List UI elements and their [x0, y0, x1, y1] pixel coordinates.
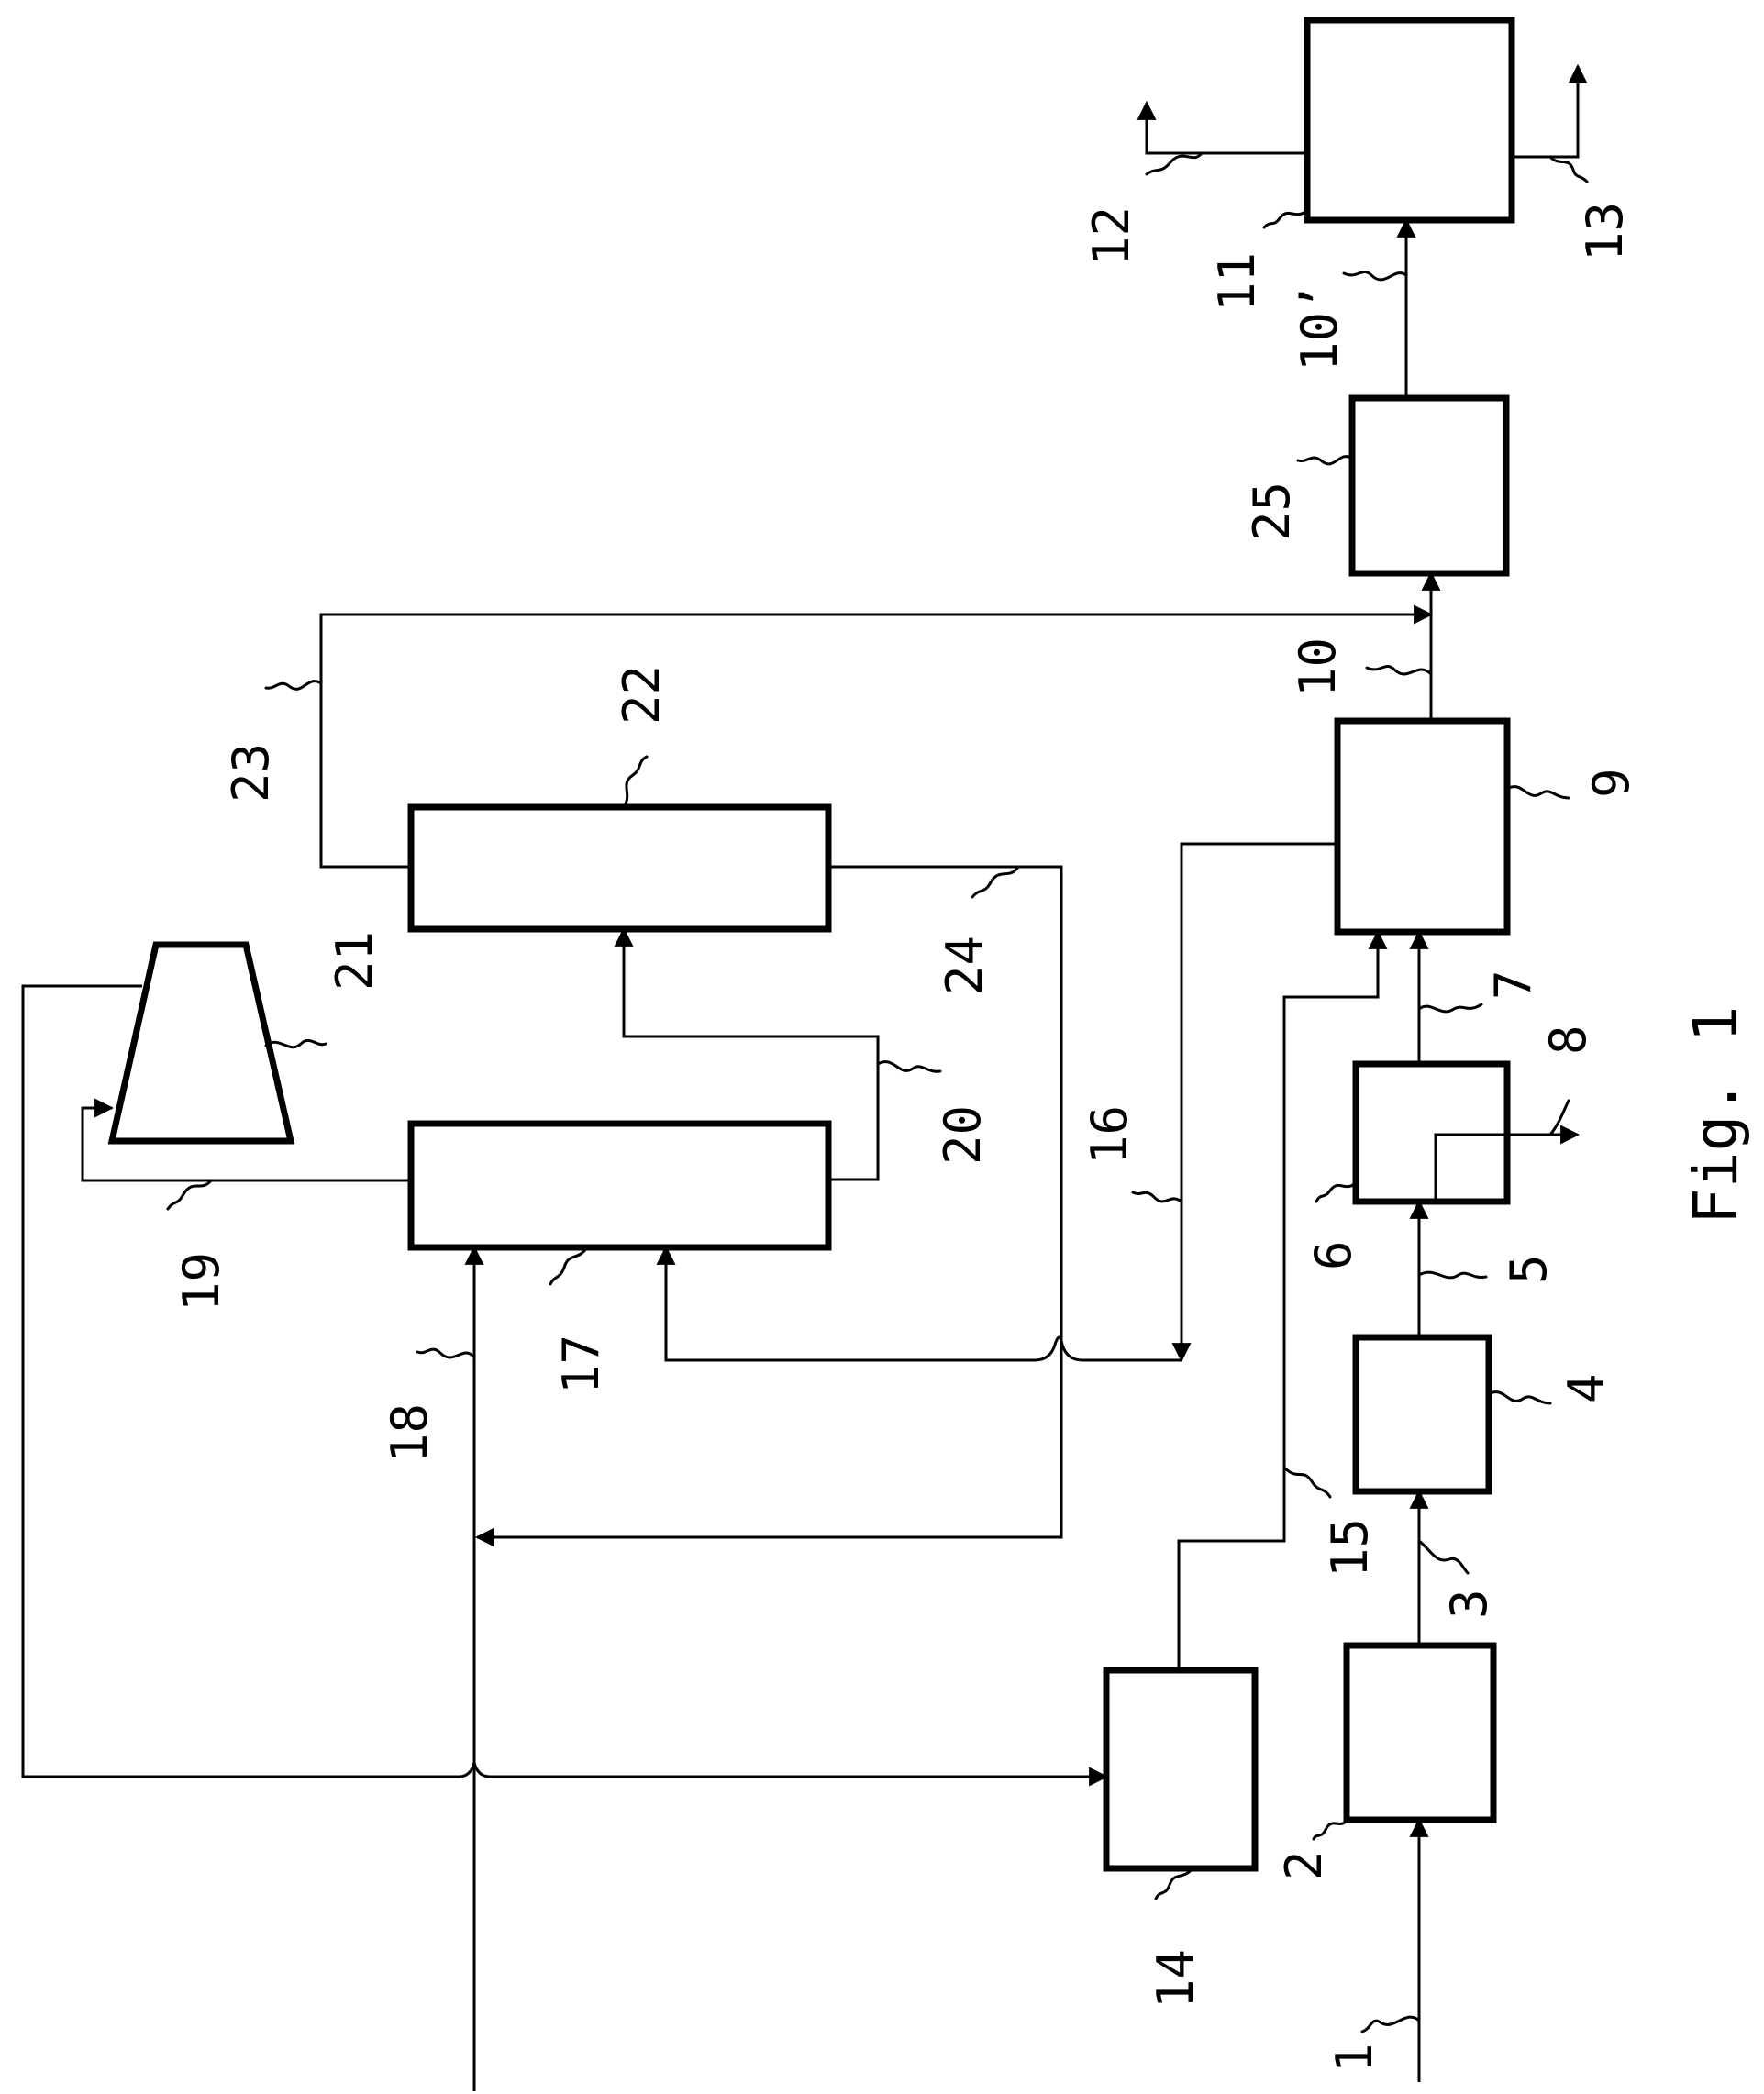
label-2: 2: [1275, 1850, 1333, 1880]
label-21: 21: [326, 931, 383, 991]
leader-20: [878, 1062, 940, 1072]
label-17: 17: [552, 1335, 610, 1394]
label-16: 16: [1081, 1105, 1138, 1165]
label-19: 19: [172, 1252, 230, 1312]
unit-2: [1347, 1645, 1493, 1820]
unit-4: [1356, 1337, 1489, 1491]
compressor-21: [112, 945, 291, 1141]
unit-22: [411, 807, 828, 929]
leader-10-prime: [1344, 271, 1406, 279]
unit-6: [1356, 1064, 1507, 1202]
label-4: 4: [1558, 1373, 1615, 1403]
label-15: 15: [1321, 1518, 1379, 1578]
label-5: 5: [1500, 1254, 1558, 1284]
leader-13: [1550, 157, 1587, 182]
unit-25: [1352, 398, 1506, 573]
label-14: 14: [1147, 1949, 1204, 2009]
label-12: 12: [1082, 206, 1140, 266]
stream-16-return: [666, 1247, 1182, 1360]
leader-14: [1156, 1868, 1193, 1899]
label-10: 10: [1289, 637, 1347, 697]
label-23: 23: [222, 743, 280, 803]
leader-19: [168, 1180, 211, 1209]
leader-5: [1419, 1272, 1486, 1278]
label-22: 22: [613, 665, 671, 725]
leader-2: [1314, 1820, 1347, 1839]
unit-11: [1307, 20, 1512, 220]
label-7: 7: [1484, 969, 1542, 1000]
leader-22: [624, 757, 647, 807]
stream-13: [1512, 66, 1578, 157]
leader-17: [550, 1247, 587, 1284]
leader-9: [1507, 787, 1569, 798]
label-20: 20: [934, 1105, 992, 1165]
leader-7: [1419, 1004, 1481, 1012]
figure-caption: Fig. 1: [1681, 1006, 1751, 1224]
leader-12: [1147, 153, 1202, 174]
leader-15: [1284, 1468, 1330, 1497]
label-10-prime: 10’: [1291, 282, 1348, 371]
leader-6: [1316, 1183, 1356, 1202]
label-8: 8: [1539, 1025, 1597, 1055]
leader-11: [1264, 211, 1307, 227]
unit-14: [1106, 1670, 1255, 1868]
leader-18: [417, 1349, 474, 1357]
leader-1: [1362, 2017, 1419, 2032]
leader-8: [1550, 1101, 1569, 1135]
label-6: 6: [1304, 1240, 1362, 1270]
label-9: 9: [1582, 768, 1640, 798]
leader-16: [1133, 1192, 1182, 1202]
leader-10: [1367, 666, 1431, 674]
label-25: 25: [1243, 482, 1301, 541]
stream-12: [1147, 103, 1307, 153]
unit-17: [411, 1124, 828, 1247]
stream-16: [1182, 844, 1337, 1360]
label-3: 3: [1440, 1589, 1498, 1619]
label-18: 18: [381, 1403, 438, 1463]
leader-25: [1298, 457, 1352, 464]
label-24: 24: [936, 936, 993, 995]
leader-4: [1489, 1392, 1550, 1403]
leader-23: [266, 681, 321, 690]
label-11: 11: [1208, 252, 1266, 312]
leader-3: [1419, 1541, 1468, 1573]
unit-9: [1337, 721, 1507, 932]
leader-24: [972, 867, 1018, 897]
label-1: 1: [1326, 2043, 1383, 2073]
label-13: 13: [1576, 202, 1634, 261]
leader-21: [266, 1040, 326, 1047]
